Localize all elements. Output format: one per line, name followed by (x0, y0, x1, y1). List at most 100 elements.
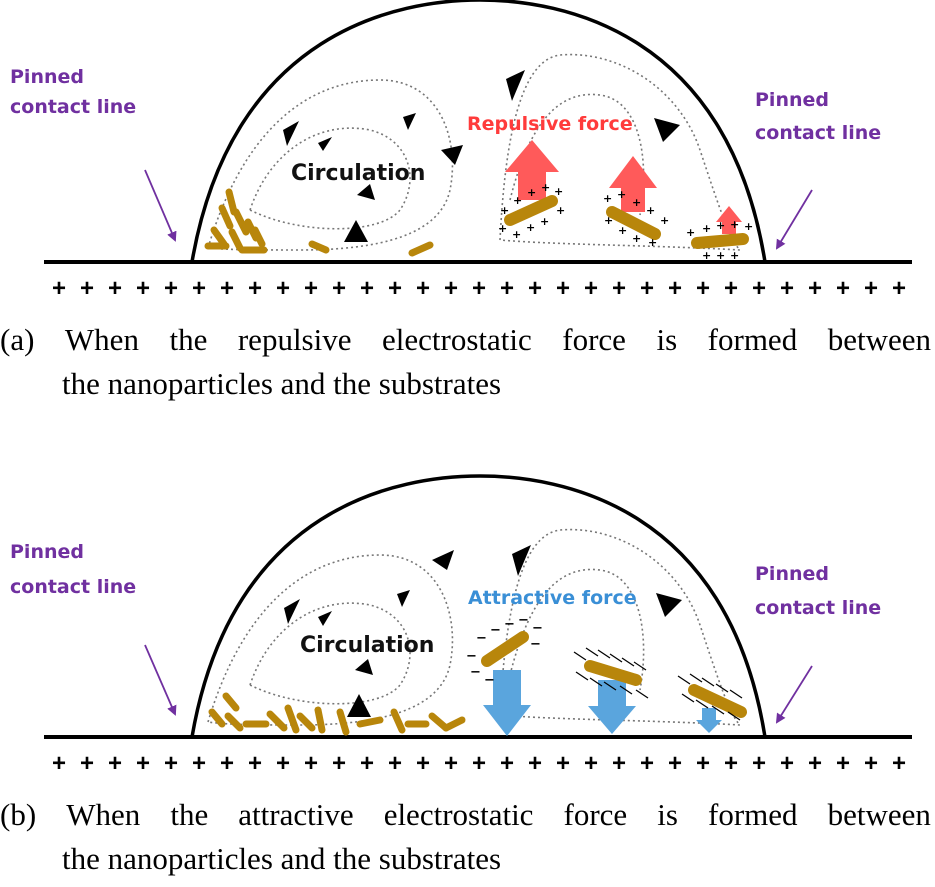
svg-text:+: + (668, 750, 682, 777)
panel-a: Pinned contact line Pinned contact line … (10, 0, 912, 302)
svg-text:+: + (702, 249, 711, 262)
svg-text:+: + (612, 750, 626, 777)
svg-text:+: + (304, 275, 318, 302)
svg-text:+: + (632, 232, 641, 245)
svg-text:+: + (360, 275, 374, 302)
svg-text:+: + (192, 750, 206, 777)
svg-text:+: + (632, 196, 641, 209)
caption-b: (b) When the attractive electrostatic fo… (0, 793, 935, 881)
svg-text:+: + (276, 750, 290, 777)
svg-text:+: + (108, 275, 122, 302)
svg-text:+: + (52, 275, 66, 302)
charged-nanorods (481, 631, 747, 718)
svg-text:+: + (360, 750, 374, 777)
svg-text:+: + (584, 750, 598, 777)
svg-text:−: − (470, 665, 481, 680)
svg-text:+: + (472, 750, 486, 777)
particle-charges: + + + + + + + + + + + + + + + + + + + + … (498, 181, 753, 262)
svg-text:+: + (668, 275, 682, 302)
svg-text:+: + (556, 204, 565, 217)
svg-text:+: + (136, 275, 150, 302)
svg-text:+: + (744, 220, 753, 233)
droplet-outline (190, 474, 767, 738)
deposited-nanorods (204, 188, 434, 257)
svg-text:+: + (500, 275, 514, 302)
svg-text:+: + (752, 275, 766, 302)
circulation-label: Circulation (300, 633, 434, 658)
svg-text:+: + (612, 275, 626, 302)
svg-text:+: + (716, 219, 725, 232)
particle-charges: − − − − − − − − − (466, 613, 543, 688)
svg-text:+: + (716, 249, 725, 262)
pinned-label-right-line2: contact line (755, 597, 881, 619)
svg-text:+: + (617, 188, 626, 201)
svg-text:+: + (686, 226, 695, 239)
repulsive-force-arrows (505, 140, 742, 234)
circulation-loops (207, 528, 743, 726)
substrate-charges: +++++++++++++++++++++++++++++++ (52, 275, 906, 302)
svg-text:+: + (472, 275, 486, 302)
svg-text:+: + (276, 275, 290, 302)
svg-text:+: + (603, 192, 612, 205)
svg-text:+: + (864, 750, 878, 777)
svg-text:+: + (864, 275, 878, 302)
panel-b: Pinned contact line Pinned contact line … (10, 474, 912, 777)
pinned-label-left-line2: contact line (10, 96, 136, 118)
caption-b-line1: (b) When the attractive electrostatic fo… (0, 797, 931, 832)
svg-text:+: + (444, 750, 458, 777)
svg-text:+: + (192, 275, 206, 302)
pinned-label-left-line1: Pinned (10, 66, 84, 88)
droplet-outline (190, 0, 767, 263)
attractive-force-arrows (483, 670, 722, 736)
svg-text:+: + (416, 275, 430, 302)
svg-text:+: + (500, 750, 514, 777)
deposited-nanorods (208, 692, 466, 736)
svg-text:+: + (892, 275, 906, 302)
svg-text:−: − (484, 673, 495, 688)
svg-text:+: + (556, 275, 570, 302)
flow-arrowheads (283, 70, 680, 242)
repulsive-force-label: Repulsive force (467, 113, 633, 135)
svg-text:+: + (526, 221, 535, 234)
caption-b-line2: the nanoparticles and the substrates (62, 841, 502, 876)
svg-text:+: + (164, 750, 178, 777)
svg-text:+: + (646, 204, 655, 217)
svg-text:+: + (512, 228, 521, 241)
svg-text:+: + (388, 275, 402, 302)
svg-text:+: + (220, 750, 234, 777)
svg-text:+: + (527, 186, 536, 199)
svg-text:+: + (416, 750, 430, 777)
svg-text:+: + (248, 750, 262, 777)
pinned-label-left-line2: contact line (10, 576, 136, 598)
svg-text:+: + (513, 194, 522, 207)
particle-charge-hatching (573, 647, 743, 721)
svg-text:+: + (640, 750, 654, 777)
svg-text:+: + (540, 215, 549, 228)
svg-text:+: + (108, 750, 122, 777)
svg-text:+: + (304, 750, 318, 777)
svg-text:+: + (696, 275, 710, 302)
svg-text:−: − (532, 621, 543, 636)
svg-text:+: + (500, 204, 509, 217)
pinned-label-right-line2: contact line (755, 122, 881, 144)
svg-text:+: + (528, 275, 542, 302)
svg-text:+: + (730, 218, 739, 231)
svg-text:+: + (248, 275, 262, 302)
svg-text:+: + (388, 750, 402, 777)
svg-text:+: + (80, 750, 94, 777)
svg-text:−: − (476, 631, 487, 646)
substrate-charges: +++++++++++++++++++++++++++++++ (52, 750, 906, 777)
svg-text:+: + (618, 224, 627, 237)
svg-text:+: + (498, 222, 507, 235)
svg-text:+: + (220, 275, 234, 302)
svg-text:+: + (648, 236, 657, 249)
svg-text:−: − (466, 649, 477, 664)
svg-text:+: + (724, 750, 738, 777)
svg-text:+: + (808, 275, 822, 302)
svg-text:+: + (780, 750, 794, 777)
pointer-arrow-right (775, 189, 813, 250)
svg-text:+: + (554, 185, 563, 198)
svg-text:+: + (808, 750, 822, 777)
svg-text:+: + (702, 222, 711, 235)
